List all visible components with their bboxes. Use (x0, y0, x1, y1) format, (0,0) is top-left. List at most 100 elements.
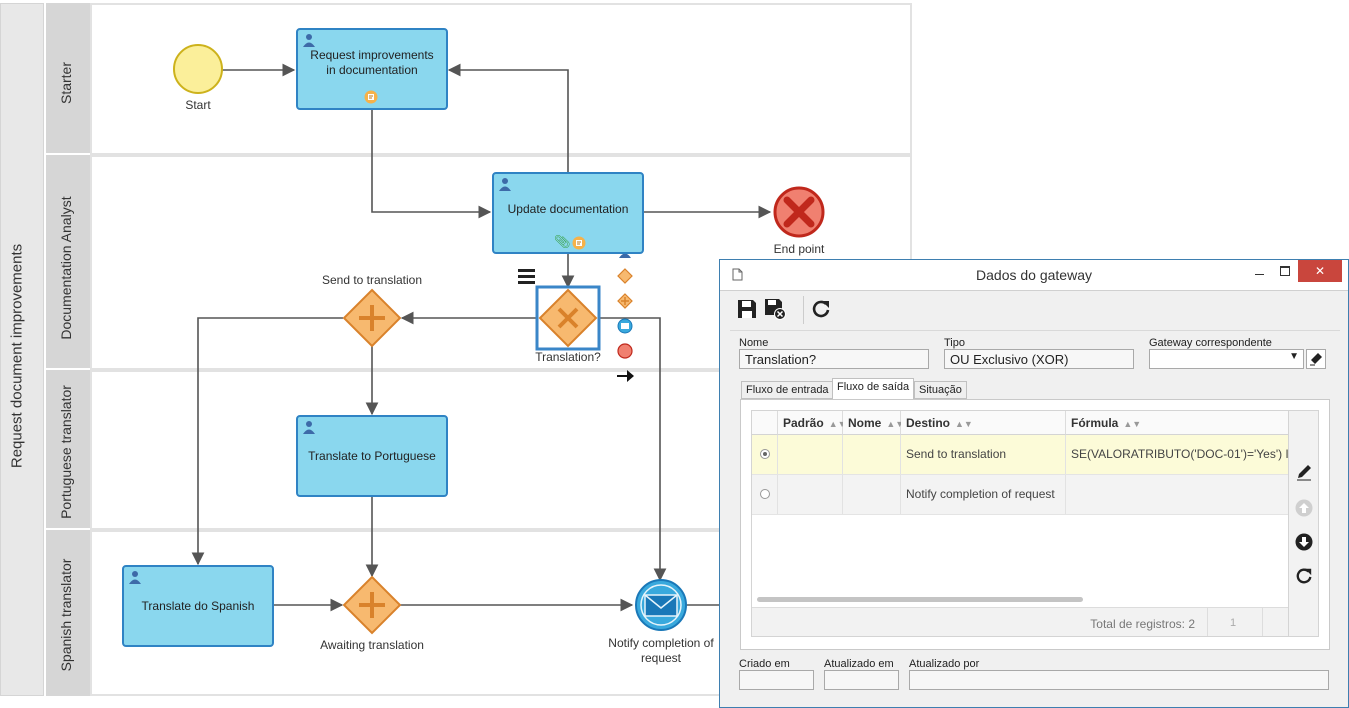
move-up-button[interactable] (1294, 498, 1314, 518)
lane-starter (90, 3, 912, 155)
pencil-icon (1297, 465, 1311, 481)
column-label: Nome (848, 416, 882, 430)
eraser-icon (1310, 353, 1322, 366)
column-header-padrao[interactable]: Padrão ▲▼ (778, 411, 847, 435)
row-radio[interactable] (760, 489, 770, 499)
palette-gateway-icon[interactable] (617, 268, 633, 284)
save-and-close-button[interactable] (762, 296, 788, 322)
save-icon (738, 300, 756, 318)
task-translate-spanish[interactable]: Translate do Spanish (122, 565, 274, 647)
arrow-up-icon (1295, 499, 1313, 517)
lane-header-starter: Starter (46, 3, 90, 153)
row-select-cell[interactable] (752, 475, 778, 514)
nome-cell (843, 435, 901, 474)
maximize-button[interactable] (1270, 260, 1300, 282)
palette-parallel-gateway-icon[interactable] (617, 293, 633, 309)
column-label: Destino (906, 416, 951, 430)
nome-label: Nome (739, 337, 769, 349)
user-task-icon (499, 178, 511, 191)
gateway-correspondente-select[interactable]: ▼ (1149, 349, 1304, 369)
lane-header-documentation-analyst: Documentation Analyst (46, 155, 90, 368)
task-label: Translate to Portuguese (308, 448, 436, 463)
outflow-table: Padrão▲▼ Nome▲▼ Destino▲▼ Fórmula▲▼ Send… (751, 410, 1289, 637)
palette-message-event-icon[interactable] (617, 318, 633, 334)
palette-connect-arrow-icon[interactable] (617, 370, 634, 382)
sort-icon: ▲▼ (886, 419, 905, 429)
tab-fluxo-de-saida[interactable]: Fluxo de saída (832, 378, 915, 400)
sequence-flows (173, 44, 825, 635)
pool-header: Request document improvements (0, 3, 44, 696)
user-task-icon (129, 571, 141, 584)
table-side-toolbar (1289, 410, 1319, 637)
end-event[interactable] (773, 186, 825, 238)
gateway-dialog: Dados do gateway ✕ Nome Tipo Gateway cor… (719, 259, 1349, 708)
flow-send-to-spanish (191, 317, 343, 566)
lane-header-portuguese-translator: Portuguese translator (46, 370, 90, 528)
attachment-icon: 📎︎ (554, 234, 571, 249)
dialog-titlebar[interactable]: Dados do gateway ✕ (720, 260, 1348, 291)
table-row[interactable]: Notify completion of request (752, 475, 1288, 515)
tab-panel: Padrão▲▼ Nome▲▼ Destino▲▼ Fórmula▲▼ Send… (740, 399, 1330, 650)
start-event-label: Start (185, 98, 211, 112)
save-button[interactable] (734, 296, 760, 322)
gateway-translation-label: Translation? (535, 350, 601, 364)
lane-header-spanish-translator: Spanish translator (46, 530, 90, 696)
gateway-translation[interactable] (535, 285, 601, 351)
context-menu-icon[interactable] (518, 269, 535, 284)
table-row[interactable]: Send to translation SE(VALORATRIBUTO('DO… (752, 435, 1288, 475)
sort-icon: ▲▼ (828, 419, 847, 429)
gateway-send-label: Send to translation (321, 273, 423, 287)
sort-icon: ▲▼ (955, 419, 973, 429)
tab-situacao[interactable]: Situação (914, 381, 967, 399)
edit-button[interactable] (1294, 462, 1314, 482)
end-event-label: End point (773, 242, 825, 256)
start-event[interactable] (173, 44, 223, 94)
atualizado-por-field (909, 670, 1329, 690)
column-header-formula[interactable]: Fórmula▲▼ (1066, 411, 1288, 435)
column-header-select (752, 411, 778, 435)
minimize-button[interactable] (1244, 260, 1274, 282)
padrao-cell (778, 435, 843, 474)
tipo-label: Tipo (944, 337, 965, 349)
refresh-icon (1296, 568, 1312, 584)
minimize-icon (1254, 273, 1264, 275)
close-button[interactable]: ✕ (1298, 260, 1342, 282)
column-label: Padrão (783, 416, 824, 430)
page-number[interactable]: 1 (1230, 617, 1237, 629)
destino-cell: Send to translation (901, 435, 1066, 474)
atualizado-por-label: Atualizado por (909, 658, 980, 670)
row-select-cell[interactable] (752, 435, 778, 474)
flow-request-to-update (371, 109, 492, 219)
gateway-awaiting-translation[interactable] (342, 575, 402, 635)
pager-divider (1207, 608, 1208, 636)
table-refresh-button[interactable] (1294, 566, 1314, 586)
notify-message-event[interactable] (635, 579, 687, 631)
tab-fluxo-de-entrada[interactable]: Fluxo de entrada (741, 381, 834, 399)
move-down-button[interactable] (1294, 532, 1314, 552)
clear-gateway-button[interactable] (1306, 349, 1326, 369)
atualizado-em-field (824, 670, 899, 690)
toolbar-divider (803, 296, 804, 324)
form-icon (364, 90, 378, 104)
refresh-button[interactable] (808, 296, 834, 322)
task-request-improvements[interactable]: Request improvements in documentation (296, 28, 448, 110)
pager-divider (1262, 608, 1263, 636)
criado-em-field (739, 670, 814, 690)
task-translate-portuguese[interactable]: Translate to Portuguese (296, 415, 448, 497)
row-radio[interactable] (760, 449, 770, 459)
task-update-documentation[interactable]: Update documentation 📎︎ (492, 172, 644, 254)
table-footer: Total de registros: 2 1 (752, 607, 1288, 636)
maximize-icon (1280, 266, 1290, 276)
gateway-send-to-translation[interactable] (342, 288, 402, 348)
palette-end-event-icon[interactable] (617, 343, 633, 359)
arrow-down-icon (1295, 533, 1313, 551)
user-task-icon (303, 34, 315, 47)
task-label: Translate do Spanish (141, 598, 255, 613)
column-label: Fórmula (1071, 416, 1119, 430)
padrao-cell (778, 475, 843, 514)
nome-field[interactable] (739, 349, 929, 369)
tipo-field[interactable] (944, 349, 1134, 369)
horizontal-scrollbar[interactable] (757, 597, 1083, 602)
column-header-nome[interactable]: Nome ▲▼ (843, 411, 905, 435)
column-header-destino[interactable]: Destino ▲▼ (901, 411, 1066, 435)
